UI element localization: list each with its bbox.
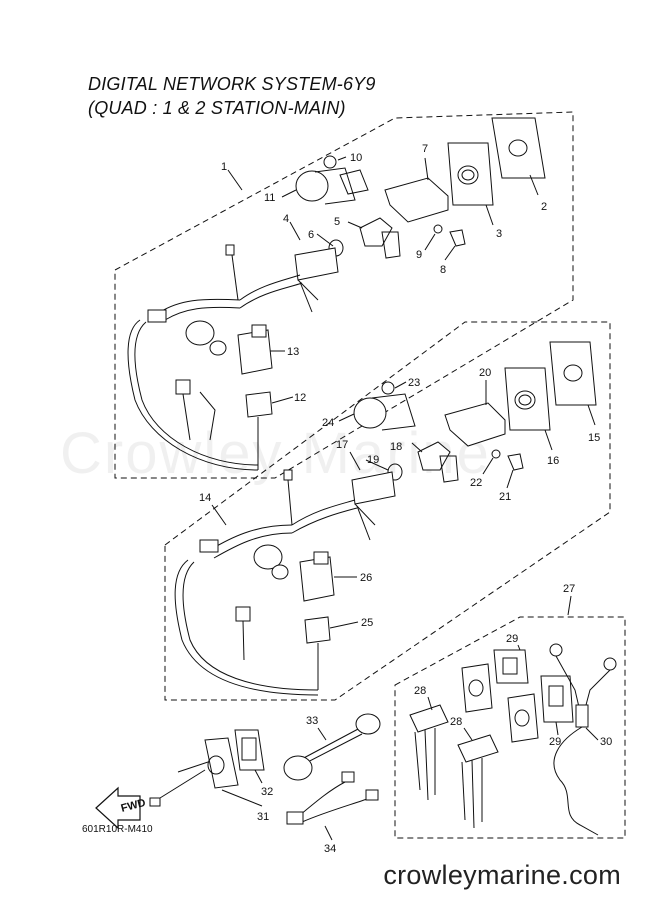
callout-28-a: 28: [414, 685, 426, 697]
screw-8: [449, 229, 466, 247]
callout-8: 8: [440, 264, 446, 276]
callout-12: 12: [294, 392, 306, 404]
callout-22: 22: [470, 477, 482, 489]
callout-30: 30: [600, 736, 612, 748]
harness-34: [299, 781, 346, 816]
fwd-arrow: [95, 786, 141, 830]
key-switch-5: [359, 217, 393, 247]
callout-3: 3: [496, 228, 502, 240]
meter-11: [295, 170, 329, 202]
group-14-boundary: [164, 321, 611, 701]
callout-5: 5: [334, 216, 340, 228]
callout-1: 1: [221, 161, 227, 173]
callout-18: 18: [390, 441, 402, 453]
plug-33: [283, 755, 313, 781]
callout-14: 14: [199, 492, 211, 504]
group-27-boundary: [394, 616, 626, 839]
callout-23: 23: [408, 377, 420, 389]
callout-15: 15: [588, 432, 600, 444]
callout-32: 32: [261, 786, 273, 798]
diagram-title: DIGITAL NETWORK SYSTEM-6Y9: [88, 74, 376, 94]
screw-21: [507, 453, 524, 471]
meter-24: [353, 397, 387, 429]
callout-17: 17: [336, 439, 348, 451]
bracket-20: [444, 402, 506, 447]
diagram-subtitle: (QUAD : 1 & 2 STATION-MAIN): [88, 98, 346, 118]
connector-25: [304, 616, 331, 644]
watermark: Crowley Marine: [60, 421, 491, 486]
switch-28-b: [457, 734, 499, 763]
callout-34: 34: [324, 843, 336, 855]
callout-25: 25: [361, 617, 373, 629]
callout-16: 16: [547, 455, 559, 467]
callout-4: 4: [283, 213, 289, 225]
callout-11: 11: [264, 192, 275, 204]
callout-26: 26: [360, 572, 372, 584]
website-footer: crowleymarine.com: [383, 860, 621, 890]
plate-15: [549, 341, 597, 406]
harness-4: [294, 247, 339, 281]
plate-16: [504, 367, 551, 431]
callout-33: 33: [306, 715, 318, 727]
callout-20: 20: [479, 367, 491, 379]
callout-7: 7: [422, 143, 428, 155]
callout-24: 24: [322, 417, 334, 429]
callout-19: 19: [367, 454, 379, 466]
cable-33: [299, 727, 361, 761]
callout-2: 2: [541, 201, 547, 213]
callout-28-b: 28: [450, 716, 462, 728]
switch-28-a: [409, 704, 449, 733]
bracket-7: [384, 177, 449, 223]
callout-31: 31: [257, 811, 269, 823]
callout-27: 27: [563, 583, 575, 595]
plate-3: [447, 142, 494, 206]
callout-29-b: 29: [549, 736, 561, 748]
plate-29-a: [493, 649, 529, 684]
harness-17: [351, 471, 396, 505]
plate-29-b: [540, 675, 574, 723]
callout-10: 10: [350, 152, 362, 164]
drawing-code: 601R10R-M410: [82, 824, 153, 835]
callout-21: 21: [499, 491, 511, 503]
plate-32: [234, 729, 265, 771]
callout-6: 6: [308, 229, 314, 241]
plate-2: [491, 117, 546, 179]
callout-29-a: 29: [506, 633, 518, 645]
callout-13: 13: [287, 346, 299, 358]
key-switch-18: [417, 441, 451, 471]
connector-12: [245, 391, 273, 418]
bracket-31: [204, 737, 239, 789]
callout-9: 9: [416, 249, 422, 261]
group-1-boundary: [114, 111, 574, 479]
